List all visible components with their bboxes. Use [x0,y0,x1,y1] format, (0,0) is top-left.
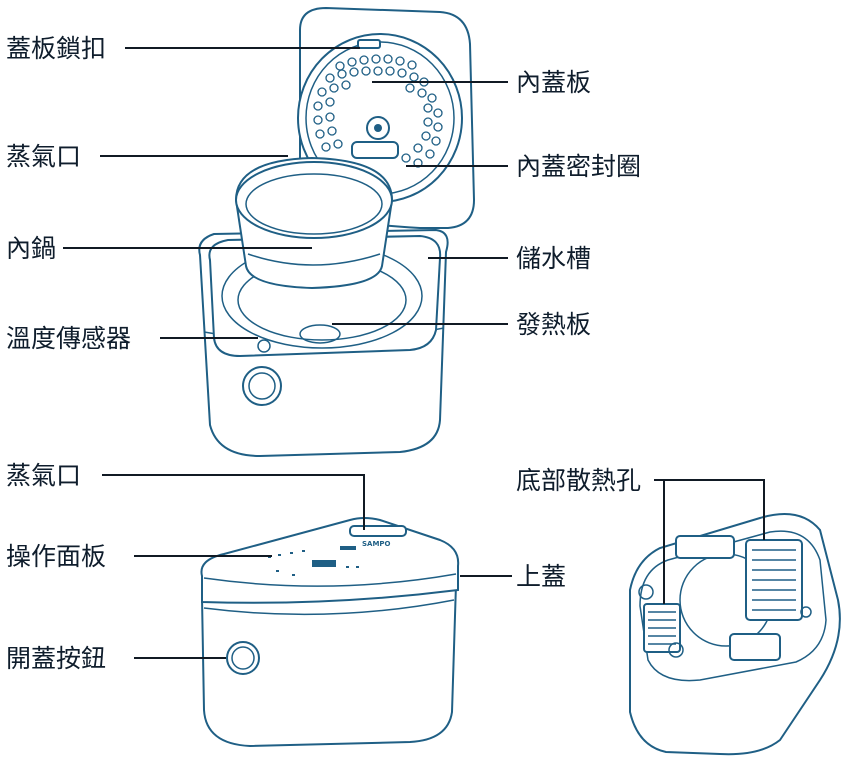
label-bottom-vents: 底部散熱孔 [516,466,641,495]
temperature-sensor [299,324,341,344]
lid-lock-tab [357,39,381,49]
label-steam-vent-bottom: 蒸氣口 [6,461,81,490]
inner-lid-holes [313,54,443,168]
label-inner-lid: 內蓋板 [516,68,591,97]
leader-lines [63,47,765,659]
closed-cooker-body [200,582,458,748]
inner-lid-valve [351,141,399,159]
label-inner-lid-seal: 內蓋密封圈 [516,152,641,181]
label-top-cover: 上蓋 [516,562,566,591]
underside-illustration [629,513,841,756]
brand-logo: SAMPO [362,540,391,548]
control-panel-dots [268,546,359,576]
label-heating-plate: 發熱板 [516,310,591,339]
bottom-handle [675,535,735,559]
vent-grille-right [745,539,803,621]
closed-cooker-illustration [200,517,460,748]
label-lid-lock: 蓋板鎖扣 [6,34,106,63]
label-inner-pot: 內鍋 [6,234,56,263]
label-water-tank: 儲水槽 [516,244,591,273]
label-open-button: 開蓋按鈕 [6,644,106,673]
open-cooker-illustration [198,6,476,458]
label-control-panel: 操作面板 [6,542,106,571]
label-steam-vent-top: 蒸氣口 [6,142,81,171]
label-temp-sensor: 溫度傳感器 [6,324,131,353]
vent-grille-left [643,603,681,653]
closed-steam-vent [349,525,407,537]
labels: 蓋板鎖扣 蒸氣口 內鍋 溫度傳感器 內蓋板 內蓋密封圈 儲水槽 發熱板 蒸氣口 … [6,34,641,673]
